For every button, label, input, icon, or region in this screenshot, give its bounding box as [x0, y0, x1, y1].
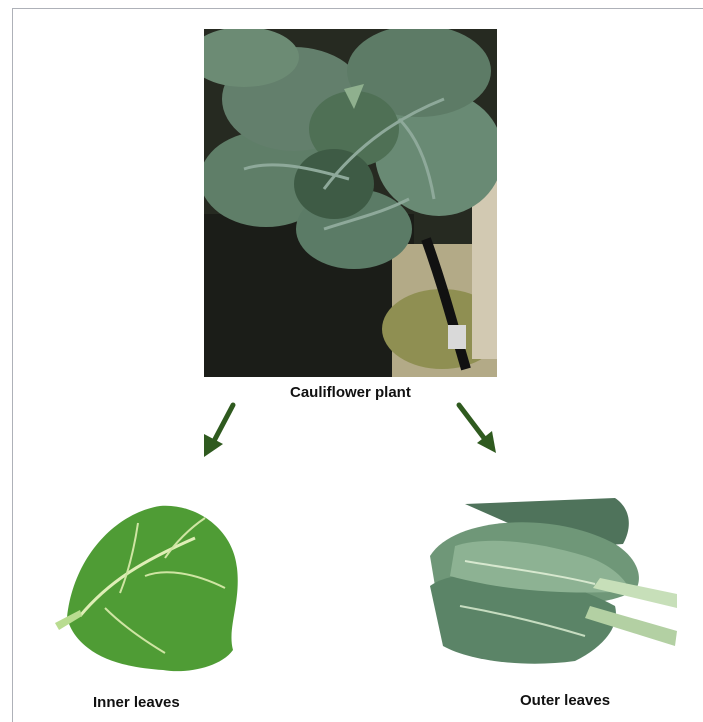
outer-leaves-label: Outer leaves	[520, 692, 610, 709]
arrow-left	[204, 405, 233, 457]
arrow-right	[459, 405, 496, 453]
inner-leaves-label: Inner leaves	[93, 694, 180, 711]
inner-leaf-photo	[45, 498, 245, 678]
outer-leaves-photo	[425, 496, 680, 676]
